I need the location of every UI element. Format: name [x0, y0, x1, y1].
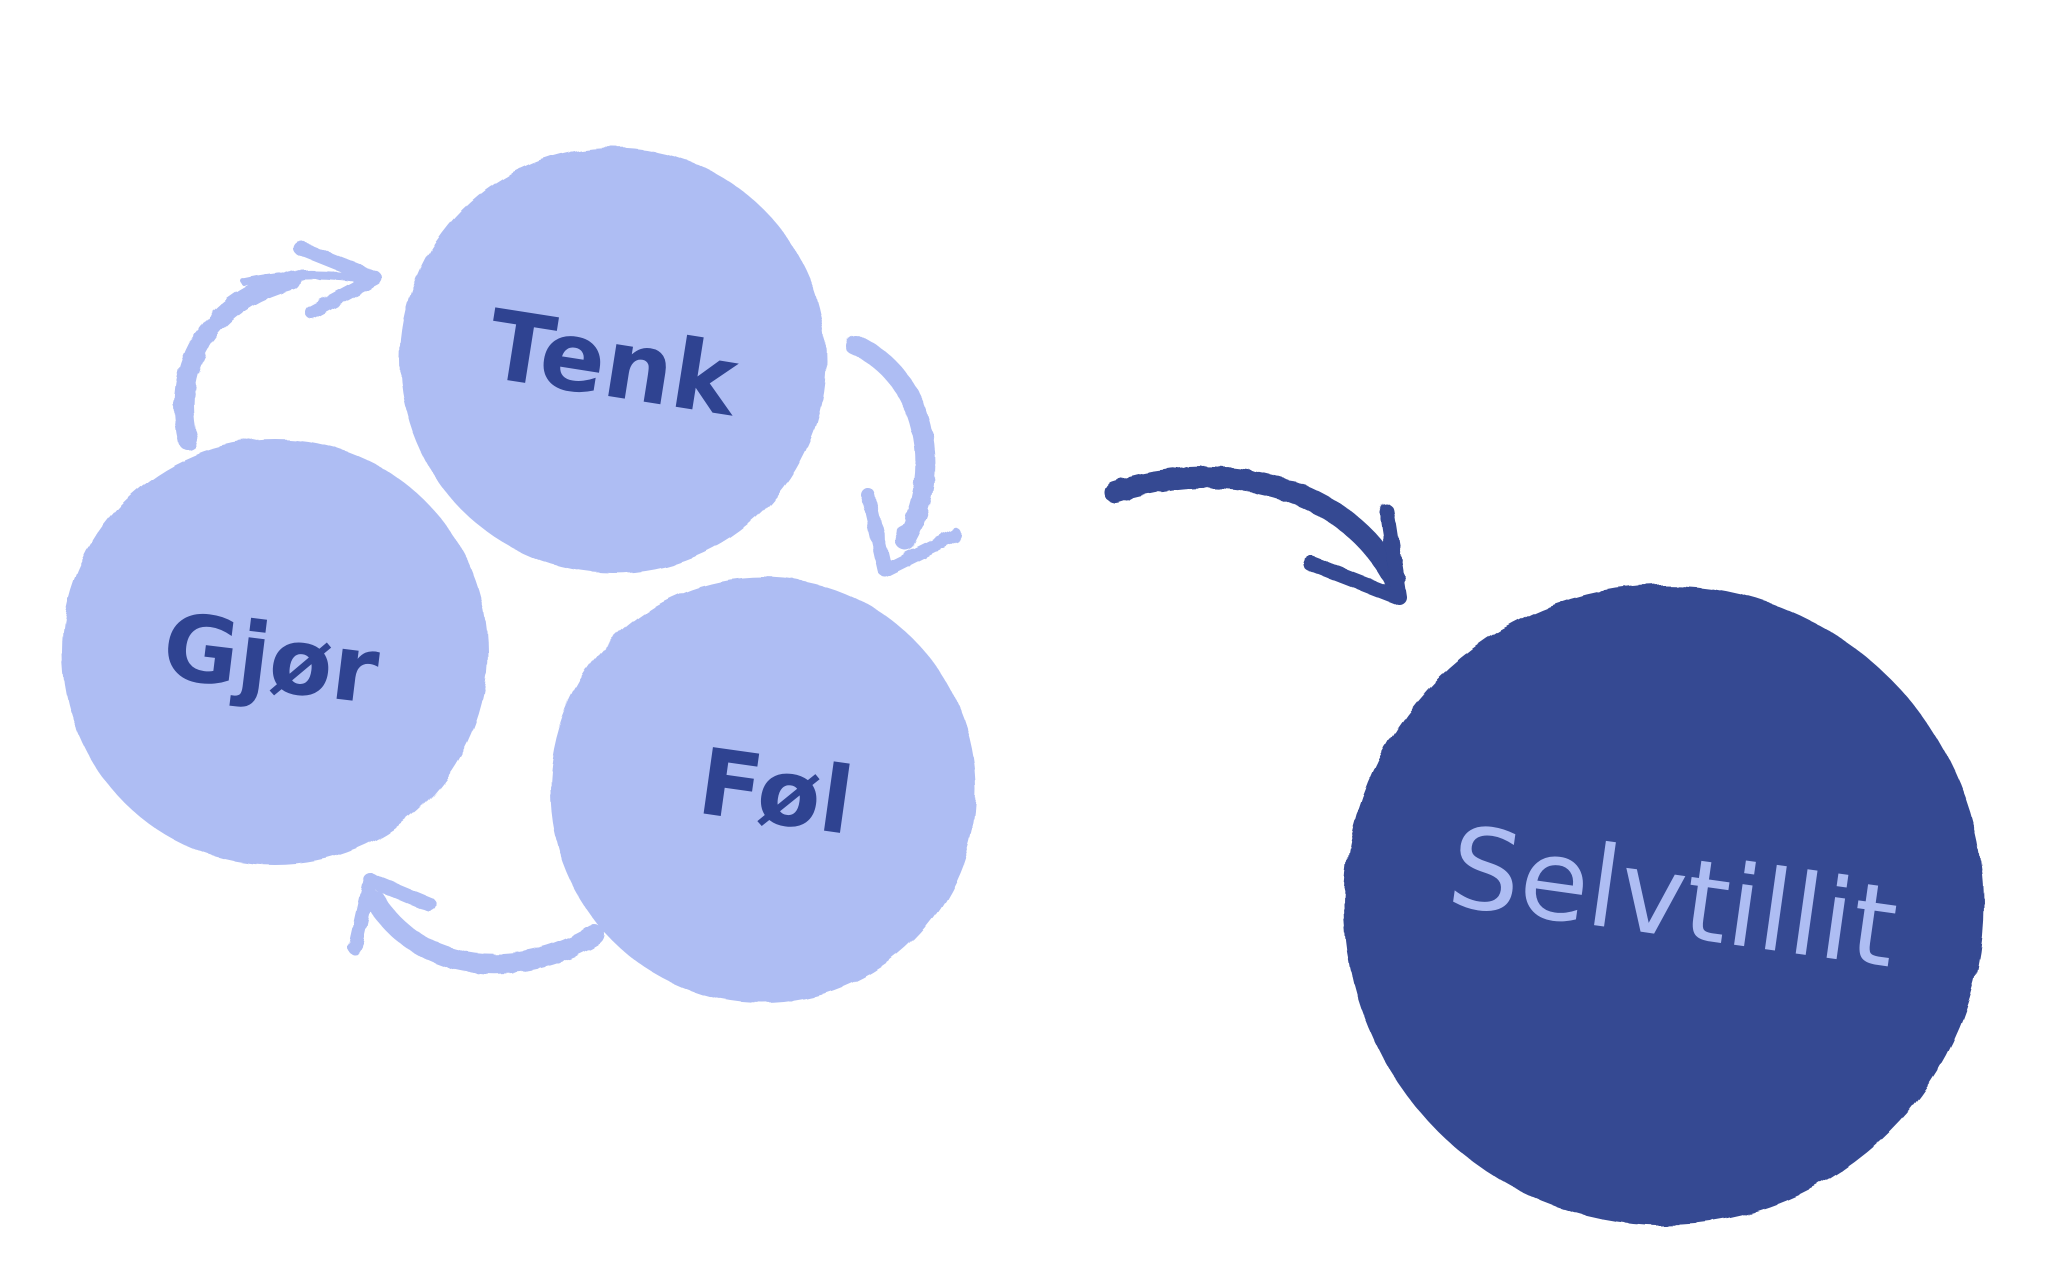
node-fol-circle [550, 577, 976, 1003]
node-tenk-circle [400, 147, 826, 573]
arrow-fol-to-gjor [348, 873, 605, 974]
arrow-cycle-to-result [1104, 466, 1408, 606]
node-gjor: Gjør [62, 439, 488, 865]
node-selvtillit: Selvtillit [1344, 585, 1984, 1225]
cycle-arrows [174, 241, 962, 974]
node-gjor-circle [62, 439, 488, 865]
node-fol: Føl [550, 577, 976, 1003]
node-gjor-label: Gjør [157, 593, 385, 726]
node-tenk: Tenk [400, 147, 826, 573]
arrow-gjor-to-tenk [174, 241, 382, 450]
arrow-tenk-to-fol [845, 335, 962, 577]
node-fol-label: Føl [692, 728, 859, 855]
node-selvtillit-circle [1344, 585, 1984, 1225]
